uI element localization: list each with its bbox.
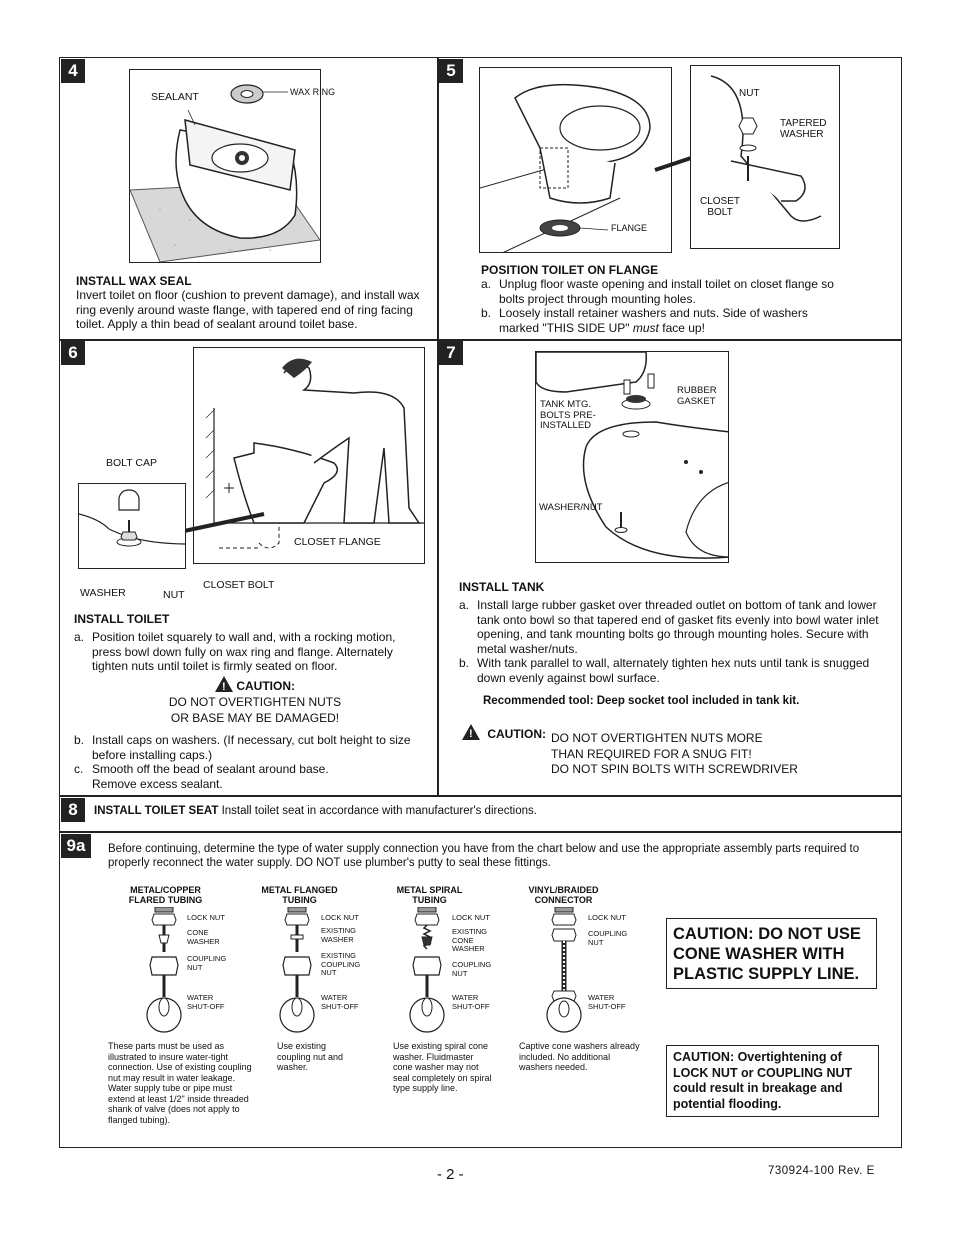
supply-col-2-drawing (279, 907, 315, 1033)
col1-part-1: LOCK NUT (187, 913, 225, 922)
label-washer: WASHER (80, 587, 126, 599)
warning-icon (214, 676, 233, 695)
supply-col-3-drawing (409, 907, 445, 1033)
col3-note: Use existing spiral cone washer. Fluidma… (393, 1041, 492, 1093)
col4-note: Captive cone washers already included. N… (519, 1041, 640, 1072)
step-number-9a: 9a (61, 834, 91, 858)
install-toilet-illustration (193, 347, 425, 564)
step7-item-a: a.Install large rubber gasket over threa… (459, 598, 879, 656)
step6-caution: CAUTION: DO NOT OVERTIGHTEN NUTS OR BASE… (150, 676, 360, 726)
row-divider-2 (59, 795, 902, 797)
row-divider-3 (59, 831, 902, 833)
step-number-4: 4 (61, 59, 85, 83)
page-number: - 2 - (437, 1166, 464, 1183)
label-bolt-cap: BOLT CAP (106, 457, 157, 469)
wax-seal-illustration (129, 69, 321, 263)
supply-col-1-drawing (146, 907, 182, 1033)
label-closet-bolt-6: CLOSET BOLT (203, 579, 275, 591)
document-number: 730924-100 Rev. E (768, 1165, 875, 1177)
caution-cone-washer-box: CAUTION: DO NOT USE CONE WASHER WITH PLA… (666, 918, 877, 989)
row-divider-1 (59, 339, 902, 341)
step5-item-b: b.Loosely install retainer washers and n… (481, 306, 808, 335)
step5-list: a.Unplug floor waste opening and install… (481, 277, 841, 335)
toilet-on-flange-illustration (479, 67, 672, 253)
step6-item-a: a.Position toilet squarely to wall and, … (74, 630, 396, 673)
label-nut-6: NUT (163, 589, 185, 601)
step7-list: a.Install large rubber gasket over threa… (459, 598, 884, 685)
step-number-5: 5 (439, 59, 463, 83)
closet-bolt-detail (690, 65, 840, 249)
step7-tool: Recommended tool: Deep socket tool inclu… (483, 695, 800, 707)
label-closet-flange: CLOSET FLANGE (294, 536, 381, 548)
step-number-7: 7 (439, 341, 463, 365)
step-number-8: 8 (61, 798, 85, 822)
step6-item-b: b.Install caps on washers. (If necessary… (74, 733, 411, 762)
col1-note: These parts must be used as illustrated … (108, 1041, 252, 1125)
warning-icon (462, 724, 480, 743)
step5-heading: POSITION TOILET ON FLANGE (481, 263, 659, 277)
step4-text: Invert toilet on floor (cushion to preve… (76, 288, 420, 331)
install-tank-illustration (535, 351, 729, 563)
col2-part-1: LOCK NUT (321, 913, 359, 922)
col3-part-1: LOCK NUT (452, 913, 490, 922)
step6-heading: INSTALL TOILET (74, 612, 170, 626)
label-washer-nut: WASHER/NUT (539, 502, 603, 513)
step9a-intro: Before continuing, determine the type of… (108, 843, 860, 869)
label-wax-ring: WAX RING (290, 87, 336, 97)
column-divider-top (437, 57, 439, 796)
step8-text: INSTALL TOILET SEAT Install toilet seat … (94, 805, 537, 817)
step7-caution: CAUTION: DO NOT OVERTIGHTEN NUTS MORE TH… (462, 724, 862, 776)
supply-col-4-drawing (546, 907, 582, 1033)
step6-item-c: c.Smooth off the bead of sealant around … (74, 762, 329, 791)
col4-part-1: LOCK NUT (588, 913, 626, 922)
label-tank-bolts: TANK MTG.BOLTS PRE-INSTALLED (540, 399, 596, 431)
step7-heading: INSTALL TANK (459, 580, 545, 594)
label-nut-5: NUT (739, 88, 760, 99)
step5-item-a: a.Unplug floor waste opening and install… (481, 277, 834, 306)
step4-heading: INSTALL WAX SEAL (76, 274, 192, 288)
page-frame (59, 57, 902, 1148)
step6-items-bc: b.Install caps on washers. (If necessary… (74, 733, 424, 791)
label-flange: FLANGE (611, 223, 648, 233)
step-number-6: 6 (61, 341, 85, 365)
col2-note: Use existing coupling nut and washer. (277, 1041, 344, 1072)
label-sealant: SEALANT (151, 91, 199, 103)
caution-overtightening-box: CAUTION: Overtightening of LOCK NUT or C… (666, 1045, 879, 1117)
step7-item-b: b.With tank parallel to wall, alternatel… (459, 656, 870, 685)
bolt-cap-detail (78, 483, 186, 569)
